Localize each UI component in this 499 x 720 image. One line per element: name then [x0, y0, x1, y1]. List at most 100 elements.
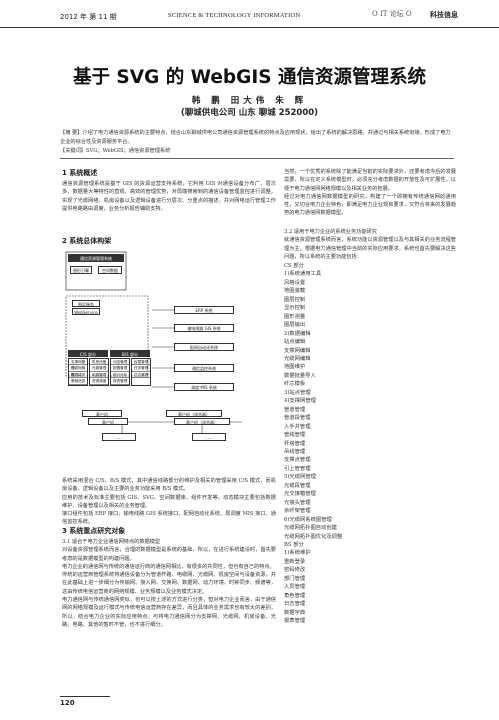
function-list-item: 支撑网编辑 — [284, 347, 311, 354]
abstract: 【摘 要】介绍了电力通信资源系统的主要特点，结合山东聊城供电公司通信资源管理系统… — [60, 130, 451, 145]
line-gis-box: 输电线路 GIS 系统 — [174, 324, 234, 332]
page-header: 2012 年 第 11 期 SCIENCE & TECHNOLOGY INFOR… — [0, 0, 499, 28]
bs-grid-1: 动态管理 配置管理 统计分析 报表管理 — [110, 358, 130, 386]
function-list-item: 6)光缆网系统图管理 — [284, 516, 332, 523]
function-list-item: 图形测量 — [284, 313, 306, 320]
function-list-item: 数据批量导入 — [284, 372, 316, 379]
function-list-item: 余纤架管理 — [284, 508, 311, 515]
bs-item: 权限管理 — [132, 360, 150, 366]
cs-grid-2: 机房设备 光路管理 电路管理 资源调度 — [89, 358, 109, 386]
client-box: 客户机 — [82, 410, 122, 417]
paper-affiliation: (聊城供电公司 山东 聊城 252000) — [180, 108, 319, 118]
gis-service-box: 图层服务 — [72, 300, 100, 307]
section-label: 科技信息 — [430, 11, 458, 19]
cs-item: 光缆网管理 — [69, 366, 87, 377]
function-list-item: 地图维护 — [284, 364, 306, 371]
browser-dots: …… — [192, 433, 226, 441]
web-service-box: WebService — [72, 308, 100, 315]
section-1-text: 通信资源管理系统是基于 GIS 的资源运营支持系统，它利用 GIS 对通信设备分… — [62, 181, 276, 212]
page-number: 120 — [60, 699, 75, 707]
function-list-item: 图层控制 — [284, 296, 306, 303]
client-dots: …… — [102, 433, 136, 441]
function-list-item: 数据字典 — [284, 609, 306, 616]
watermark-text: O IT 论坛 O — [372, 10, 412, 18]
gis-engine-box: 图形引擎 — [70, 266, 92, 274]
bs-title-box: B/S 部分 — [110, 350, 150, 357]
bs-item: 任务管理 — [132, 366, 150, 372]
function-list-item: 管道管理 — [284, 406, 306, 413]
monitor-box: 通信监控系统 — [174, 364, 234, 372]
function-list-item: 光缆网拓扑图优化及调整 — [284, 533, 343, 540]
function-list-item: 4)支撑网管理 — [284, 398, 316, 405]
function-list-item: 光接头管理 — [284, 499, 311, 506]
bs-item: 配置管理 — [111, 366, 129, 372]
function-list-item: 杆塔管理 — [284, 440, 306, 447]
cs-item: 电路管理 — [90, 372, 108, 379]
function-list-item: 角色管理 — [284, 592, 306, 599]
cs-item: 数据维护 — [69, 372, 87, 379]
bs-item: 日志管理 — [132, 372, 150, 379]
bs-item: 报表管理 — [111, 379, 129, 385]
function-list-item: 1)系统维护 — [284, 550, 311, 557]
section-2-title: 2 系统总体构架 — [62, 237, 112, 245]
function-list-item: 光缆网编辑 — [284, 355, 311, 362]
section-3-title: 3 系统重点研究对象 — [62, 527, 126, 535]
cs-grid-1: 支撑网管理 光缆网管理 数据维护 基础信息 — [68, 358, 88, 386]
function-list-item: 站点编辑 — [284, 339, 306, 346]
function-list-item: 1)系统通用工具 — [284, 271, 322, 278]
function-list-item: 部门管理 — [284, 575, 306, 582]
function-list-item: 报表管理 — [284, 618, 306, 625]
issue-label: 2012 年 第 11 期 — [60, 13, 117, 21]
browser-client-box: 客户机（浏览器） — [166, 410, 222, 417]
bs-grid-2: 权限管理 任务管理 日志管理 — [131, 358, 151, 386]
function-list-item: 日志管理 — [284, 601, 306, 608]
journal-name: SCIENCE & TECHNOLOGY INFORMATION — [168, 12, 301, 19]
function-list-item: 2)数据编辑 — [284, 330, 311, 337]
section-1-title: 1 系统概述 — [62, 169, 98, 177]
function-list-item: 密码修改 — [284, 567, 306, 574]
function-list-item: 5)光缆网管理 — [284, 474, 316, 481]
cs-item: 机房设备 — [90, 360, 108, 366]
keywords: 【关键词】SVG；WebGIS；通信资源管理系统 — [60, 148, 171, 154]
architecture-figure: 通信资源管理系统 图形引擎 空间数据 图层服务 WebService ERP 系… — [62, 250, 278, 450]
dms-box: 配网自动化系统 — [174, 343, 234, 351]
function-list-item: 光缆网拓扑图自动创建 — [284, 525, 337, 532]
section-3-2-text: 3.2 适用于电力企业的系统业务功能研究 就通信资源管理系统而言，系统功能以资源… — [284, 229, 456, 260]
function-list-item: 光缆段管理 — [284, 482, 311, 489]
cs-item: 资源调度 — [90, 379, 108, 385]
function-list-item: 光交接箱管理 — [284, 491, 316, 498]
function-list-item: CS 部分 — [284, 263, 304, 269]
mis-box: 调度 MIS 系统 — [174, 383, 234, 391]
function-list-item: 纤芯模板 — [284, 381, 306, 388]
after-figure-text: 系统采用混合 C/S、B/S 模式，其中通信线路部分的维护及相关的管理采用 C/… — [62, 478, 276, 526]
function-list-item: BS 部分 — [284, 541, 304, 548]
paper-title: 基于 SVG 的 WebGIS 通信资源管理系统 — [72, 67, 427, 88]
section-3-1-text: 3.1 适合于电力企业通信网特点的数据模型 对设备资源管理系统而言，合理的数据模… — [62, 539, 276, 628]
function-list-item: 人员管理 — [284, 584, 306, 591]
spatial-data-box: 空间数据 — [98, 266, 122, 274]
function-list-item: 显示控制 — [284, 305, 306, 312]
function-list-item: 地图装载 — [284, 288, 306, 295]
divider — [60, 158, 454, 159]
page-rule — [60, 696, 110, 697]
function-list-item: 吊线管理 — [284, 448, 306, 455]
erp-box: ERP 系统 — [174, 306, 234, 314]
function-list-item: 管道段管理 — [284, 415, 311, 422]
cs-title-box: C/S 部分 — [68, 350, 108, 357]
function-list-item: 管线管理 — [284, 432, 306, 439]
function-list-item: 图层输出 — [284, 322, 306, 329]
cs-item: 支撑网管理 — [69, 360, 87, 371]
function-list-item: 风格设置 — [284, 279, 306, 286]
browser-client-box: 客户机（浏览器） — [174, 418, 230, 425]
bs-item: 统计分析 — [111, 372, 129, 379]
cs-item: 基础信息 — [69, 379, 87, 385]
bs-item: 动态管理 — [111, 360, 129, 366]
client-box: 客户机 — [88, 418, 128, 425]
function-list-item: 引上管管理 — [284, 465, 311, 472]
function-list-item: 重新登录 — [284, 558, 306, 565]
paper-authors: 韩 鹏 田大伟 朱 辉 — [191, 96, 308, 106]
function-list-item: 支撑点管理 — [284, 457, 311, 464]
function-list-item: 人手井管理 — [284, 423, 311, 430]
cs-item: 光路管理 — [90, 366, 108, 372]
